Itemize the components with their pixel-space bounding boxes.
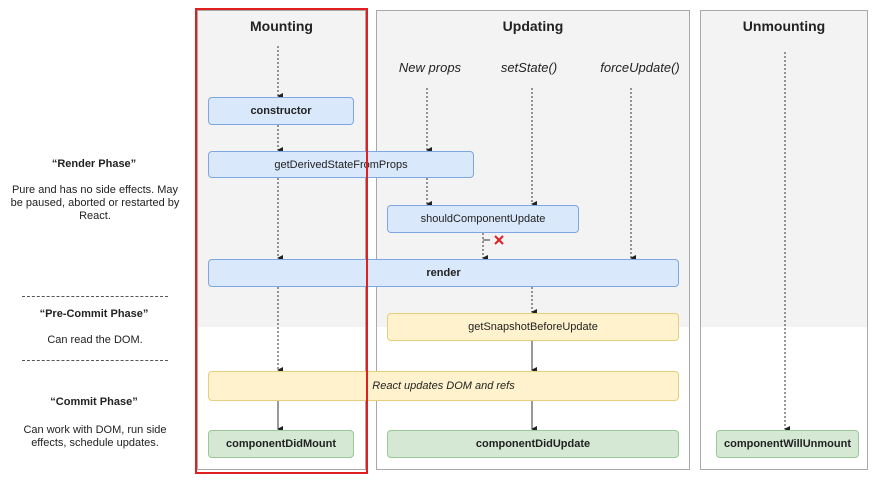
phase-divider-2 — [22, 360, 168, 361]
get-derived-state-box: getDerivedStateFromProps — [208, 151, 474, 178]
trigger-set-state: setState() — [500, 60, 558, 75]
commit-phase-title: “Commit Phase” — [50, 396, 138, 408]
get-snapshot-box: getSnapshotBeforeUpdate — [387, 313, 679, 341]
render-phase-title: “Render Phase” — [51, 158, 137, 170]
updating-header: Updating — [502, 18, 564, 34]
commit-phase-desc: Can work with DOM, run side effects, sch… — [23, 424, 167, 449]
react-updates-box: React updates DOM and refs — [208, 371, 679, 401]
mounting-highlight — [195, 8, 368, 474]
render-phase-desc: Pure and has no side effects. May be pau… — [10, 184, 180, 222]
pre-commit-phase-title: “Pre-Commit Phase” — [39, 308, 149, 320]
cross-icon — [493, 233, 505, 245]
constructor-box: constructor — [208, 97, 354, 125]
phase-divider-1 — [22, 296, 168, 297]
trigger-new-props: New props — [398, 60, 462, 75]
render-box: render — [208, 259, 679, 287]
trigger-force-update: forceUpdate() — [600, 60, 680, 75]
pre-commit-phase-desc: Can read the DOM. — [47, 334, 143, 346]
mounting-header: Mounting — [250, 18, 313, 34]
component-did-update-box: componentDidUpdate — [387, 430, 679, 458]
unmounting-header: Unmounting — [742, 18, 826, 34]
should-component-update-box: shouldComponentUpdate — [387, 205, 579, 233]
component-will-unmount-box: componentWillUnmount — [716, 430, 859, 458]
component-did-mount-box: componentDidMount — [208, 430, 354, 458]
